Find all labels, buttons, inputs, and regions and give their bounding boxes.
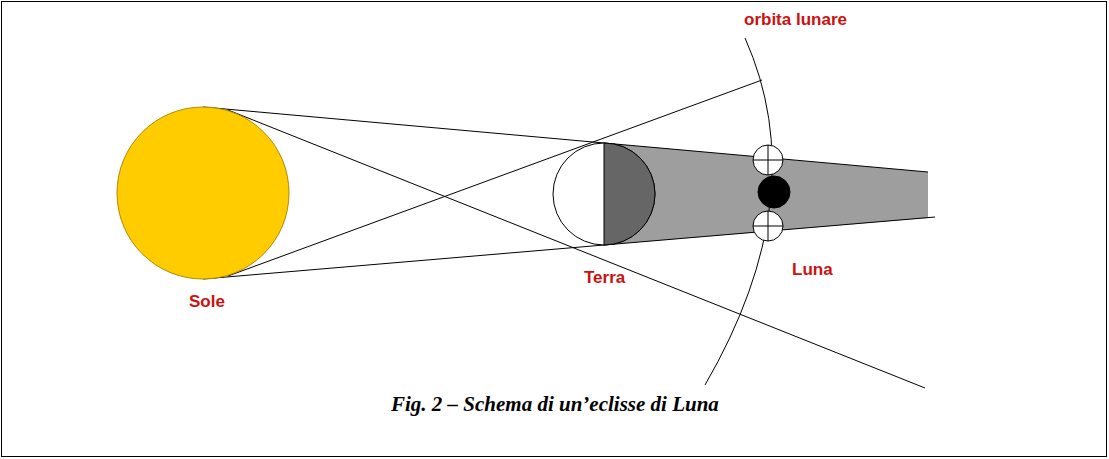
lunar-orbit — [705, 38, 772, 385]
earth-disc — [553, 143, 655, 245]
earth-label: Terra — [584, 268, 625, 288]
orbit-label: orbita lunare — [744, 10, 847, 30]
sun-disc — [117, 107, 289, 279]
moon-label: Luna — [792, 260, 833, 280]
cross-tangent-line — [228, 110, 925, 388]
moon-outside-shadow — [753, 211, 783, 241]
eclipsed-moon — [758, 176, 790, 208]
cross-tangent-line — [228, 80, 762, 276]
moon-position — [753, 145, 783, 175]
figure-caption: Fig. 2 – Schema di un’eclisse di Luna — [391, 392, 719, 417]
moon-outside-shadow — [753, 145, 783, 175]
sun-label: Sole — [189, 292, 225, 312]
moon-position — [753, 211, 783, 241]
earth-shadow-cone — [604, 143, 928, 245]
earth-night-side — [604, 143, 655, 245]
moon-cross — [768, 211, 769, 241]
moon-cross — [768, 145, 769, 175]
